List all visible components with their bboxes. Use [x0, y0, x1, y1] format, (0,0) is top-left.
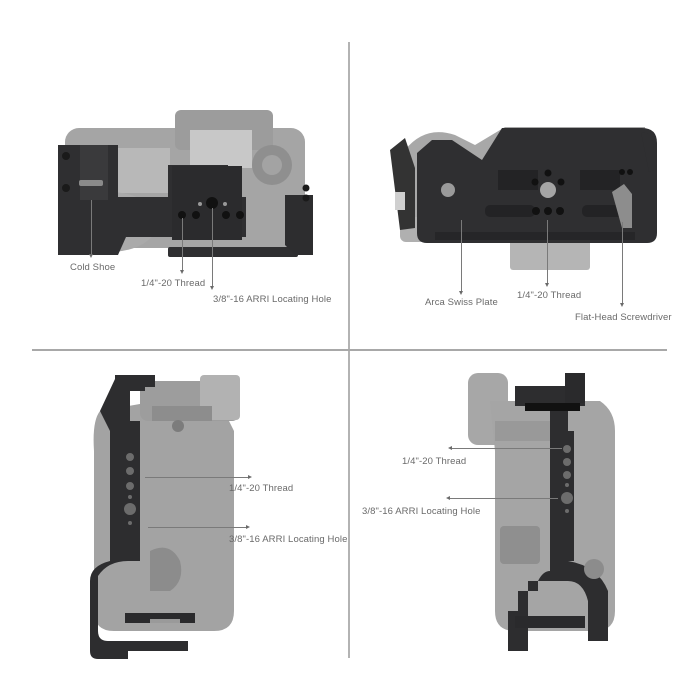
screwdriver-leader-line [622, 222, 623, 304]
arca-swiss-plate-label: Arca Swiss Plate [425, 297, 498, 308]
thread-label: 1/4"-20 Thread [229, 483, 294, 494]
camera-cage-top-view-illustration [58, 110, 313, 257]
thread-label: 1/4"-20 Thread [517, 290, 582, 301]
arrow-down-icon [545, 283, 549, 287]
arrow-down-icon [89, 254, 93, 258]
thread-leader-line [145, 477, 248, 478]
arri-leader-line [212, 208, 213, 287]
thread-label: 1/4"-20 Thread [141, 278, 206, 289]
left-side-view-panel: 1/4"-20 Thread 3/8"-16 ARRI Locating Hol… [0, 351, 348, 700]
arrow-left-icon [446, 496, 450, 500]
arrow-right-icon [246, 525, 250, 529]
camera-cage-left-side-illustration [90, 375, 240, 659]
arrow-down-icon [180, 270, 184, 274]
thread-leader-line [182, 218, 183, 271]
arri-leader-line [148, 527, 246, 528]
arri-label: 3/8"-16 ARRI Locating Hole [213, 294, 332, 305]
flat-head-screwdriver-label: Flat-Head Screwdriver [575, 312, 672, 323]
thread-leader-line [452, 448, 562, 449]
thread-label: 1/4"-20 Thread [402, 456, 467, 467]
cold-shoe-label: Cold Shoe [70, 262, 116, 273]
horizontal-divider [32, 349, 667, 351]
arrow-down-icon [459, 291, 463, 295]
arrow-left-icon [448, 446, 452, 450]
arca-leader-line [461, 220, 462, 292]
camera-cage-right-side-illustration [468, 373, 615, 651]
arrow-down-icon [620, 303, 624, 307]
arri-leader-line [450, 498, 558, 499]
thread-leader-line [547, 220, 548, 284]
cold-shoe-leader-line [91, 200, 92, 255]
arrow-right-icon [248, 475, 252, 479]
arrow-down-icon [210, 286, 214, 290]
arri-label: 3/8"-16 ARRI Locating Hole [229, 534, 348, 545]
right-side-view-panel: 1/4"-20 Thread 3/8"-16 ARRI Locating Hol… [350, 351, 700, 700]
bottom-view-panel: Arca Swiss Plate 1/4"-20 Thread Flat-Hea… [350, 0, 700, 349]
arri-label: 3/8"-16 ARRI Locating Hole [362, 506, 481, 517]
top-view-panel: Cold Shoe 1/4"-20 Thread 3/8"-16 ARRI Lo… [0, 0, 348, 349]
camera-cage-bottom-view-illustration [390, 127, 657, 270]
